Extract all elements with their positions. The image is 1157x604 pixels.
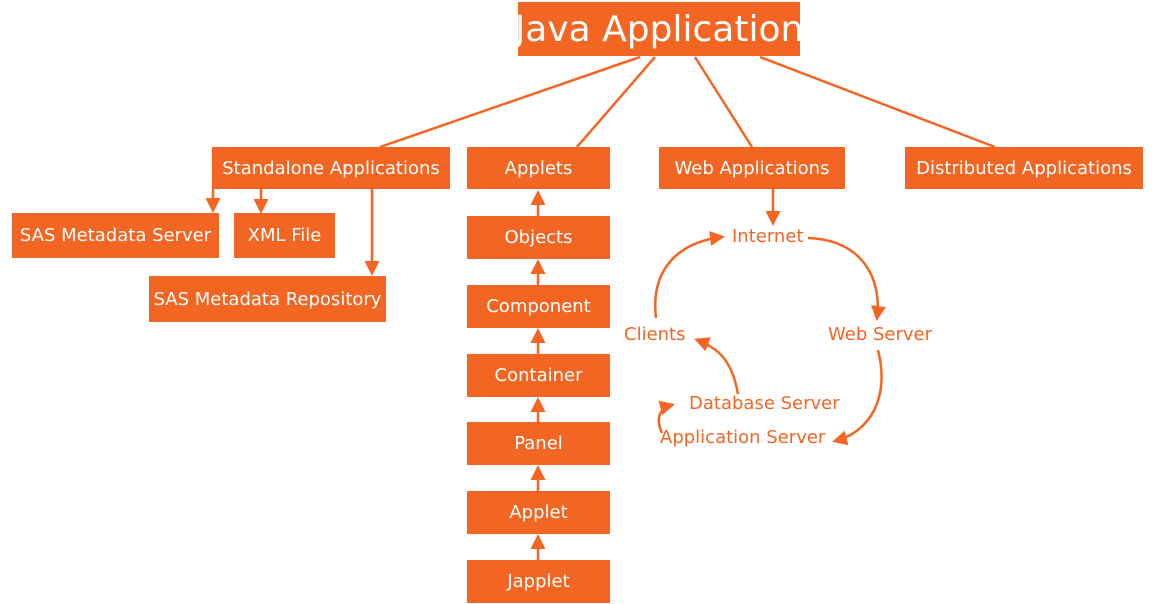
japplet-label: Japplet [507, 571, 570, 592]
standalone-applications-box: Standalone Applications [212, 147, 450, 189]
panel-label: Panel [514, 433, 563, 454]
applets-label: Applets [504, 157, 573, 179]
root-title: Java Application [514, 8, 804, 50]
clients-label: Clients [624, 324, 686, 345]
arrow-clients-internet [653, 230, 725, 319]
component-label: Component [486, 296, 591, 317]
objects-box: Objects [467, 216, 610, 259]
sas-metadata-repository-box: SAS Metadata Repository [149, 276, 386, 322]
database-server-label: Database Server [689, 393, 840, 414]
link-root-standalone [379, 55, 641, 149]
applets-box: Applets [467, 147, 610, 189]
root-title-box: Java Application [515, 2, 803, 56]
objects-label: Objects [504, 227, 573, 248]
link-root-distributed [759, 55, 996, 149]
web-server-label: Web Server [828, 324, 932, 345]
standalone-applications-label: Standalone Applications [222, 157, 440, 179]
arrow-webserver-appserver [832, 349, 883, 446]
japplet-box: Japplet [467, 560, 610, 603]
web-applications-box: Web Applications [659, 147, 845, 189]
distributed-applications-box: Distributed Applications [905, 147, 1143, 189]
panel-box: Panel [467, 422, 610, 465]
sas-metadata-repository-label: SAS Metadata Repository [153, 288, 382, 310]
applet-label: Applet [509, 502, 568, 523]
distributed-applications-label: Distributed Applications [916, 157, 1132, 179]
xml-file-box: XML File [234, 213, 335, 258]
container-label: Container [494, 365, 583, 386]
internet-label: Internet [732, 226, 804, 247]
sas-metadata-server-label: SAS Metadata Server [19, 225, 212, 246]
xml-file-label: XML File [247, 225, 322, 246]
link-root-applets [576, 56, 656, 148]
applet-box: Applet [467, 491, 610, 534]
container-box: Container [467, 354, 610, 397]
link-root-web [693, 56, 754, 148]
arrow-internet-webserver [807, 236, 886, 321]
sas-metadata-server-box: SAS Metadata Server [12, 213, 219, 258]
component-box: Component [467, 285, 610, 328]
arrow-appserver-database [657, 400, 675, 434]
web-applications-label: Web Applications [674, 157, 830, 179]
application-server-label: Application Server [660, 427, 826, 448]
arrow-database-clients [694, 337, 740, 395]
